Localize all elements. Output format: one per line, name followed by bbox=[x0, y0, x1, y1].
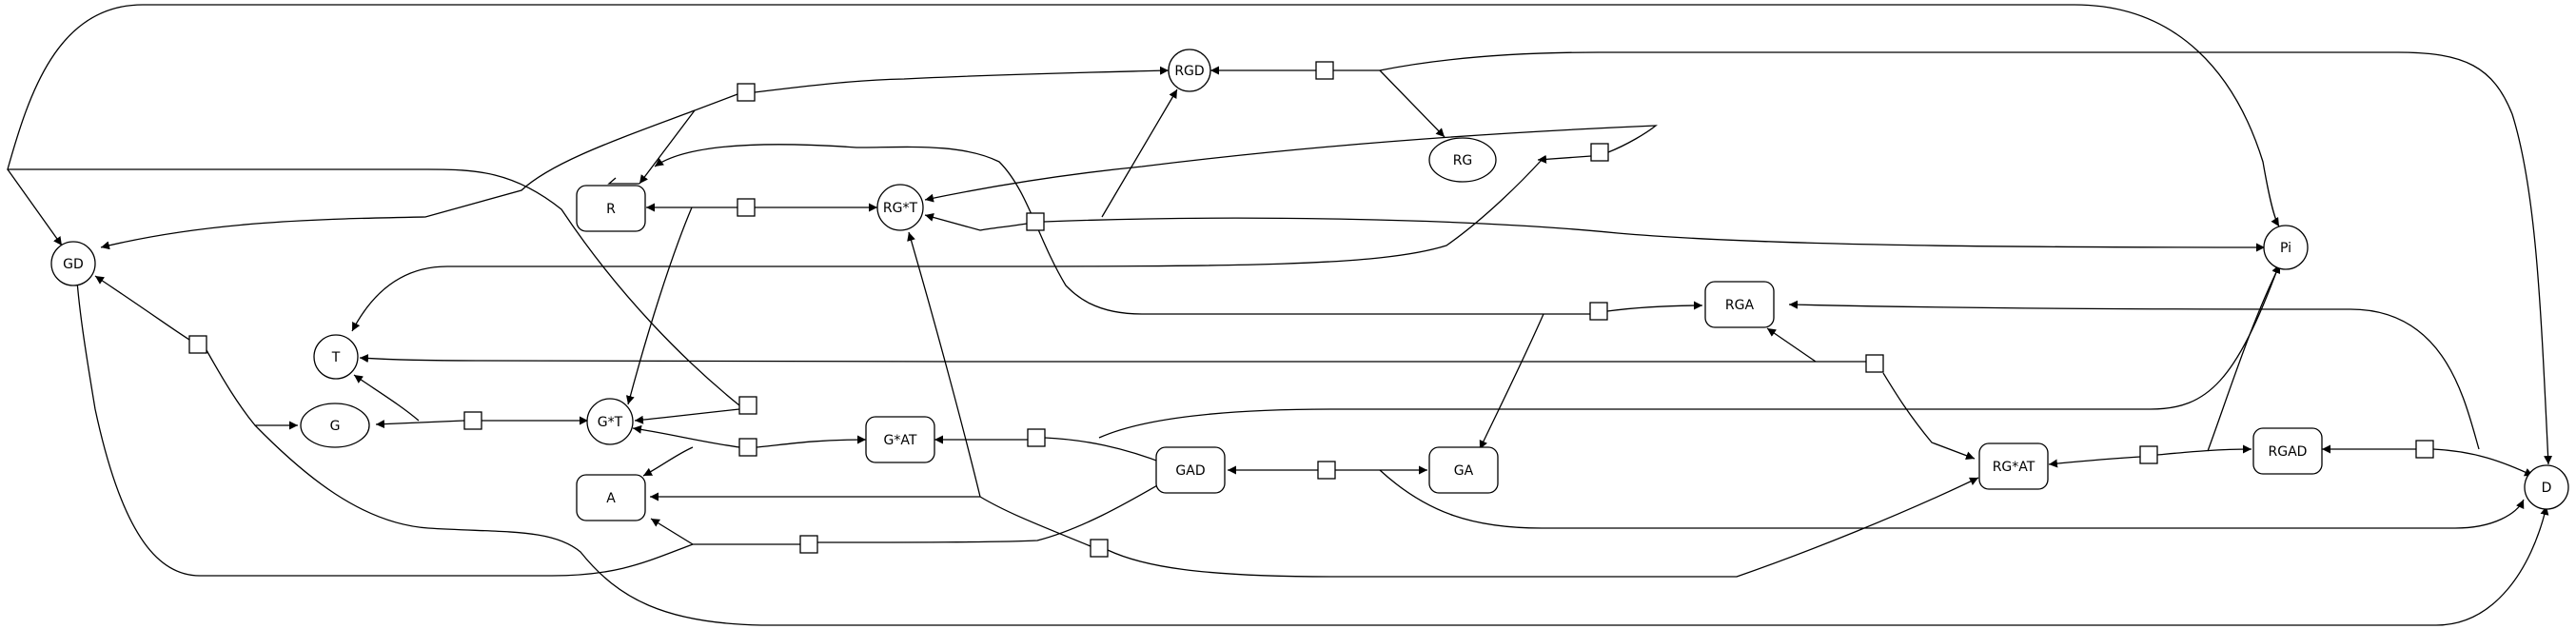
reaction-box bbox=[1590, 143, 1609, 162]
edge-r9-to-gd bbox=[7, 168, 63, 246]
edge-r4-to-gst bbox=[625, 206, 693, 405]
reaction-box bbox=[738, 438, 757, 457]
reaction-box bbox=[463, 411, 482, 430]
edge-r16-to-rgad bbox=[2156, 444, 2252, 456]
edge-r8-to-rgsat bbox=[1882, 372, 1976, 461]
node-label: A bbox=[606, 491, 616, 506]
node-a[interactable]: A bbox=[576, 474, 646, 521]
node-d[interactable]: D bbox=[2524, 464, 2569, 510]
node-gad[interactable]: GAD bbox=[1155, 446, 1226, 494]
edge-r17-to-rga bbox=[1788, 300, 2480, 450]
edge-r11-to-pi bbox=[1098, 264, 2281, 439]
node-rgsat[interactable]: RG*AT bbox=[1978, 442, 2049, 490]
edge-r11-to-gad bbox=[1044, 437, 1168, 465]
edge-r7-to-g bbox=[206, 349, 298, 430]
edge-r6-to-r bbox=[654, 144, 1590, 315]
node-label: RGAD bbox=[2269, 444, 2308, 460]
node-label: G*T bbox=[598, 415, 623, 430]
node-label: G bbox=[330, 419, 341, 434]
edge-r12-to-gsat bbox=[756, 435, 867, 448]
edge-r9-to-gst bbox=[634, 408, 740, 424]
edge-r15-to-rgst bbox=[907, 231, 1091, 547]
reaction-box bbox=[188, 335, 207, 354]
edge-r13-to-d bbox=[1379, 469, 2525, 529]
node-rgd[interactable]: RGD bbox=[1168, 49, 1211, 92]
node-r[interactable]: R bbox=[576, 185, 646, 232]
edge-r8-to-t bbox=[359, 354, 1866, 364]
edge-r2-to-d bbox=[1333, 51, 2553, 465]
node-gst[interactable]: G*T bbox=[586, 398, 634, 445]
node-label: D bbox=[2542, 481, 2552, 496]
reaction-box bbox=[738, 396, 757, 415]
edge-r14-to-gad bbox=[816, 480, 1167, 543]
edge-r5-to-rgd bbox=[1101, 88, 1178, 218]
nodes: RGD RG R RG*T GD T G bbox=[50, 49, 2569, 521]
reaction-box bbox=[737, 83, 756, 102]
edge-r5-to-rgst bbox=[924, 213, 1028, 231]
edge-r6-to-rga bbox=[1606, 301, 1703, 312]
node-g[interactable]: G bbox=[300, 403, 370, 448]
node-rgst[interactable]: RG*T bbox=[876, 184, 924, 231]
reaction-box bbox=[2415, 440, 2434, 459]
edge-r2-to-rg bbox=[1379, 69, 1445, 138]
node-label: RG*AT bbox=[1993, 460, 2035, 475]
edge-r16-to-rgsat bbox=[2048, 456, 2141, 468]
node-label: RG bbox=[1453, 153, 1473, 168]
node-ga[interactable]: GA bbox=[1428, 446, 1499, 494]
edge-r3-to-rgst bbox=[924, 125, 1658, 203]
edge-r5-to-pi bbox=[1043, 217, 2266, 252]
node-label: R bbox=[606, 202, 616, 217]
edge-r1-spur bbox=[607, 177, 639, 185]
node-rg[interactable]: RG bbox=[1428, 137, 1497, 183]
edges bbox=[7, 4, 2553, 626]
node-rgad[interactable]: RGAD bbox=[2252, 427, 2323, 475]
reaction-box bbox=[1317, 461, 1336, 480]
edge-r12-to-a bbox=[642, 446, 694, 477]
node-label: GD bbox=[63, 257, 84, 272]
edge-r1-from-r bbox=[639, 93, 738, 185]
node-label: RG*T bbox=[883, 201, 918, 216]
reaction-box bbox=[1865, 354, 1884, 373]
node-gd[interactable]: GD bbox=[50, 241, 96, 286]
node-pi[interactable]: Pi bbox=[2263, 225, 2309, 270]
edge-r7-to-d bbox=[254, 424, 2549, 626]
node-label: Pi bbox=[2280, 241, 2291, 256]
edge-r1-to-rgd bbox=[754, 66, 1170, 93]
edge-r3-to-rg bbox=[1537, 154, 1592, 164]
edge-r8-to-rga bbox=[1766, 327, 1817, 363]
edge-r6-to-ga bbox=[1479, 313, 1544, 450]
reaction-box bbox=[1027, 428, 1046, 447]
edge-r7-to-gd bbox=[94, 275, 190, 341]
edge-r14-to-a bbox=[650, 518, 800, 545]
reaction-box bbox=[1090, 539, 1109, 558]
edge-r12-to-gst bbox=[632, 424, 740, 448]
node-rga[interactable]: RGA bbox=[1704, 281, 1775, 328]
reaction-box bbox=[1026, 212, 1045, 231]
reaction-box bbox=[799, 535, 818, 554]
edge-r15-to-rgsat bbox=[1107, 477, 1979, 578]
edge-r9-loop bbox=[7, 4, 2280, 406]
reaction-box bbox=[1315, 61, 1334, 80]
edge-r14-to-gd bbox=[71, 265, 694, 577]
node-label: RGD bbox=[1174, 64, 1204, 79]
edge-r16-to-pi bbox=[2207, 264, 2281, 452]
reactions bbox=[188, 61, 2434, 558]
edge-r1-to-gd bbox=[100, 109, 696, 250]
reaction-box bbox=[2139, 445, 2158, 464]
node-label: GA bbox=[1454, 463, 1474, 479]
reaction-box bbox=[737, 198, 756, 217]
reaction-box bbox=[1589, 302, 1608, 321]
node-label: G*AT bbox=[884, 433, 917, 448]
node-t[interactable]: T bbox=[313, 334, 359, 380]
edge-r10-to-g bbox=[375, 420, 465, 429]
edge-r17-to-d bbox=[2432, 448, 2534, 477]
edge-r10-to-t bbox=[353, 374, 420, 422]
node-gsat[interactable]: G*AT bbox=[865, 416, 935, 463]
node-label: GAD bbox=[1175, 463, 1205, 479]
node-label: RGA bbox=[1725, 298, 1755, 313]
edge-r3-to-t bbox=[351, 159, 1543, 332]
node-label: T bbox=[331, 350, 341, 365]
